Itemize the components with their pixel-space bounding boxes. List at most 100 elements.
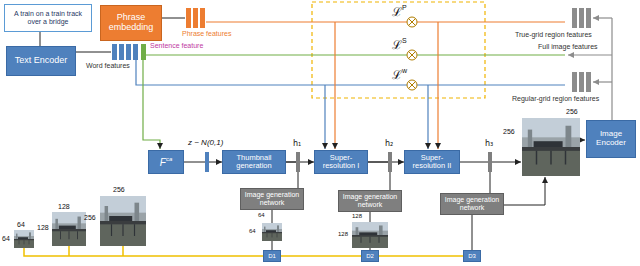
real-image: [14, 230, 34, 248]
encoder-box: Image Encoder: [586, 120, 636, 158]
loss-superscript: P: [402, 4, 407, 12]
feature-wire: [593, 17, 612, 18]
connector: [472, 215, 473, 250]
connector: [460, 162, 490, 193]
region-feature-bar: [572, 72, 577, 92]
loss-superscript: S: [402, 37, 407, 45]
network-box: Image generation network: [240, 188, 304, 210]
text-input-note: A train on a train track over a bridge: [4, 4, 92, 32]
network-box: Image generation network: [338, 190, 402, 212]
encoder-box: Text Encoder: [6, 46, 76, 76]
feature-wire: [593, 81, 612, 82]
feature-wire: [568, 54, 612, 55]
generator-box: Thumbnail generation: [222, 150, 286, 174]
word-feature-bar: [133, 44, 138, 60]
loss-superscript: w: [402, 67, 407, 75]
hidden-state-label: h₃: [485, 140, 493, 149]
wire: [162, 18, 185, 19]
loss-symbol: ℒ: [392, 69, 402, 82]
multiply-symbol: [407, 17, 417, 27]
phrase-feature-bar: [200, 8, 205, 28]
box-label: Image Encoder: [589, 130, 633, 148]
real-image-wire: [24, 246, 263, 256]
region-feature-bar: [579, 8, 584, 28]
multiply-cross: [409, 82, 416, 89]
feature-label: Regular-grid region features: [512, 95, 599, 103]
size-label: 256: [566, 108, 578, 116]
feature-wire: [611, 18, 612, 120]
size-label: 128: [352, 213, 362, 220]
connector: [379, 255, 463, 257]
real-image: [100, 196, 146, 246]
multiply-circle: [407, 50, 417, 60]
word-wire: [324, 85, 325, 149]
discriminator-box: D3: [463, 250, 481, 262]
size-label: 64: [2, 235, 10, 243]
box-label: F: [160, 157, 166, 168]
connector: [281, 255, 361, 257]
size-label: 64: [258, 212, 265, 219]
loss-region: [312, 2, 485, 98]
size-label: 128: [338, 231, 348, 238]
feature-label: Phrase features: [182, 30, 231, 38]
region-feature-bar: [579, 72, 584, 92]
network-box: Image generation network: [440, 193, 504, 215]
loss-symbol: ℒ: [392, 6, 402, 19]
size-label: 256: [113, 186, 125, 194]
box-label: D2: [366, 253, 374, 260]
hidden-state-bar: [388, 152, 392, 172]
multiply-cross: [409, 19, 416, 26]
region-feature-bar: [586, 72, 591, 92]
hidden-state-label: h₁: [293, 140, 301, 149]
real-image: [52, 212, 86, 246]
multiply-cross: [409, 52, 416, 59]
box-label: Image generation network: [341, 193, 399, 208]
multiply-symbol: [407, 80, 417, 90]
connector: [184, 162, 222, 163]
word-feature-bar: [112, 44, 117, 60]
sentence-wire: [146, 54, 565, 55]
box-label: A train on a train track over a bridge: [7, 10, 89, 25]
wire: [580, 140, 585, 141]
generated-image: [522, 118, 580, 176]
connector: [368, 162, 390, 190]
loss-symbol: ℒ: [392, 39, 402, 52]
box-label: Image generation network: [443, 196, 501, 211]
box-label: Image generation network: [243, 191, 301, 206]
box-label: D1: [268, 253, 276, 260]
connector: [40, 32, 41, 46]
word-feature-bar: [126, 44, 131, 60]
sentence-wire: [143, 60, 160, 149]
phrase-wire: [206, 21, 565, 22]
wire: [76, 52, 111, 53]
superscript: ca: [166, 156, 172, 163]
word-wire: [427, 85, 428, 149]
discriminator-box: D2: [361, 250, 379, 262]
hidden-state-label: h₂: [385, 140, 393, 149]
wire: [492, 162, 521, 163]
discriminator-box: D1: [263, 250, 281, 262]
word-wire: [136, 60, 565, 85]
hidden-state-bar: [296, 152, 300, 172]
conditioning-box: Fca: [148, 150, 184, 174]
phrase-feature-bar: [193, 8, 198, 28]
feature-label: Full image features: [538, 43, 598, 51]
generator-box: Super-resolution II: [404, 150, 460, 174]
multiply-symbol: [407, 50, 417, 60]
noise-label: z ~ N(0,1): [188, 139, 223, 148]
size-label: 128: [58, 203, 70, 211]
size-label: 256: [84, 214, 96, 222]
size-label: 64: [249, 228, 256, 235]
size-label: 256: [503, 128, 515, 136]
generated-image: [262, 223, 282, 241]
size-label: 128: [37, 224, 49, 232]
phrase-feature-bar: [186, 8, 191, 28]
embedding-box: Phrase embedding: [100, 5, 162, 41]
region-feature-bar: [572, 8, 577, 28]
feature-label: True-grid region features: [515, 31, 592, 39]
box-label: Phrase embedding: [103, 13, 159, 33]
phrase-wire: [437, 22, 438, 149]
multiply-circle: [407, 80, 417, 90]
